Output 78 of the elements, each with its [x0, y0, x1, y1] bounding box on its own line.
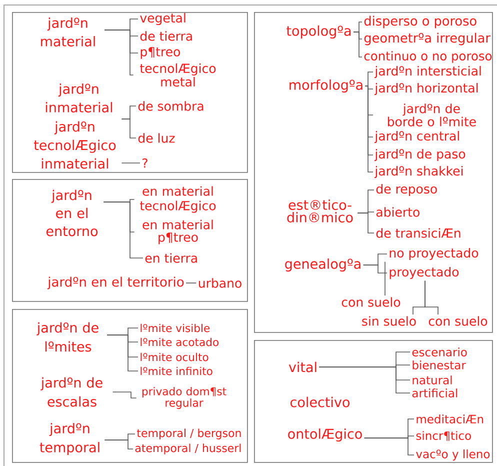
- connector-line: [357, 212, 374, 234]
- connector-line: [186, 282, 197, 284]
- item-label: meditaciÆn: [416, 414, 484, 424]
- item-label: jardºn de paso: [374, 148, 466, 162]
- category-label: morfologºa: [290, 79, 362, 93]
- item-label: de reposo: [376, 184, 437, 196]
- category-label: jardºn material: [41, 18, 95, 46]
- item-label: jardºn central: [374, 130, 459, 144]
- item-label: jardºn shakkei: [374, 166, 463, 178]
- category-label: jardºn de lºmites: [36, 322, 98, 352]
- connector-line: [362, 264, 388, 274]
- item-label: jardºn horizontal: [374, 82, 478, 96]
- connector-line: [106, 334, 138, 372]
- item-label: privado dom¶st regular: [142, 387, 226, 409]
- connector-line: [424, 280, 438, 315]
- connector-line: [104, 30, 134, 76]
- panel-box: [254, 340, 493, 463]
- item-label: p¶treo: [140, 47, 180, 59]
- item-label: jardºn de borde o lºmite: [388, 104, 476, 126]
- item-label: bienestar: [412, 360, 466, 370]
- category-label: jardºn tecnolÆgico inmaterial: [34, 121, 116, 169]
- item-label: lºmite acotado: [140, 338, 219, 346]
- item-label: lºmite infinito: [140, 366, 212, 376]
- category-label: ontolÆgico: [288, 428, 362, 442]
- connector-line: [364, 72, 374, 86]
- panel-box: [12, 12, 248, 173]
- connector-line: [353, 32, 362, 58]
- panel-box: [254, 12, 493, 333]
- item-label: artificial: [412, 388, 458, 398]
- connector-line: [121, 118, 136, 138]
- category-label: vital: [288, 362, 316, 372]
- category-label: topologºa: [286, 25, 351, 39]
- item-label: jardºn intersticial: [374, 66, 481, 78]
- item-label: de luz: [138, 133, 175, 143]
- item-label: lºmite oculto: [140, 352, 208, 362]
- item-label: geometrºa irregular: [364, 32, 490, 46]
- item-label: sin suelo: [362, 316, 416, 326]
- category-label: jardºn en el territorio: [47, 276, 184, 290]
- item-label: urbano: [198, 278, 242, 288]
- category-label: colectivo: [290, 396, 350, 408]
- panel-box: [12, 179, 248, 302]
- item-label: natural: [412, 376, 452, 384]
- connector-line: [364, 438, 414, 456]
- category-label: jardºn de escalas: [40, 377, 102, 407]
- item-label: ?: [142, 158, 148, 168]
- item-label: vegetal: [140, 12, 186, 26]
- item-label: abierto: [376, 207, 420, 217]
- item-label: en material tecnolÆgico: [140, 186, 216, 213]
- connector-line: [103, 202, 144, 258]
- connector-line: [384, 261, 386, 296]
- category-label: est®tico- din®mico: [287, 200, 353, 222]
- item-label: lºmite visible: [140, 324, 210, 332]
- item-label: de tierra: [140, 31, 192, 41]
- item-label: en material p¶treo: [142, 220, 213, 244]
- item-label: atemporal / husserl: [135, 444, 241, 454]
- connector-line: [104, 440, 134, 450]
- item-label: no proyectado: [390, 248, 478, 260]
- panel-box: [12, 309, 248, 463]
- item-label: escenario: [412, 348, 467, 356]
- item-label: con suelo: [428, 316, 488, 326]
- category-label: jardºn en el entorno: [46, 190, 98, 236]
- item-label: vacºo y lleno: [416, 449, 490, 461]
- item-label: continuo o no poroso: [364, 51, 492, 63]
- category-label: genealogºa: [285, 258, 360, 272]
- item-label: con suelo: [342, 297, 400, 307]
- item-label: temporal / bergson: [137, 428, 241, 440]
- item-label: en tierra: [145, 253, 197, 263]
- item-label: de sombra: [138, 101, 204, 111]
- item-label: proyectado: [390, 266, 459, 280]
- item-label: sincr¶tico: [416, 431, 471, 441]
- item-label: de transiciÆn: [376, 228, 460, 238]
- connector-line: [112, 392, 137, 398]
- category-label: jardºn temporal: [40, 422, 100, 456]
- item-label: disperso o poroso: [364, 16, 476, 28]
- item-label: tecnolÆgico metal: [140, 63, 216, 87]
- connector-line: [364, 86, 374, 172]
- connector-line: [121, 162, 140, 164]
- connector-line: [318, 366, 410, 394]
